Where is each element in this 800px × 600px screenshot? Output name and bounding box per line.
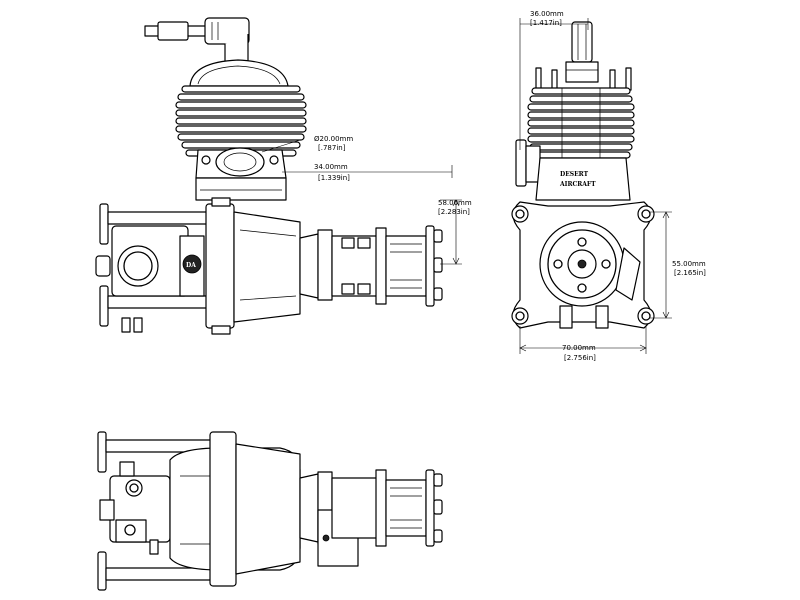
bore-mm: Ø20.00mm <box>314 135 353 143</box>
cylinder-fins <box>175 85 307 157</box>
offset-mm: 34.00mm <box>314 163 348 171</box>
width-front-in: [2.756in] <box>564 354 596 362</box>
height-side-mm: 58.00mm <box>438 199 472 207</box>
height-side-in: [2.283in] <box>438 208 470 216</box>
svg-text:DA: DA <box>186 262 196 269</box>
spark-plug <box>565 21 599 83</box>
front-cylinder-fins <box>527 87 635 159</box>
bore-dimension: Ø20.00mm [.787in] <box>261 135 353 153</box>
ignition-module <box>515 139 541 187</box>
top-width-dimension: 36.00mm [1.417in] <box>519 10 589 150</box>
front-housing-bottom <box>299 469 443 567</box>
cylinder-head <box>189 59 289 87</box>
prop-hub <box>539 221 641 329</box>
carburetor <box>99 461 171 555</box>
width-front-mm: 70.00mm <box>562 344 596 352</box>
front-height-dimension: 55.00mm [2.165in] <box>650 211 706 319</box>
spark-plug-cap <box>144 17 250 63</box>
top-width-in: [1.417in] <box>530 19 562 27</box>
front-view: DESERT AIRCRAFT <box>511 21 655 329</box>
rear-mount: DA <box>95 203 209 333</box>
front-housing <box>299 225 443 307</box>
top-width-mm: 36.00mm <box>530 10 564 18</box>
logo-line2: AIRCRAFT <box>559 181 596 188</box>
height-front-mm: 55.00mm <box>672 260 706 268</box>
height-front-in: [2.165in] <box>674 269 706 277</box>
logo-line1: DESERT <box>560 171 589 178</box>
head-studs <box>535 67 632 91</box>
exhaust-port-flange <box>195 147 287 179</box>
front-width-dimension: 70.00mm [2.756in] <box>519 326 647 362</box>
side-height-dimension: 58.00mm [2.283in] <box>438 199 472 265</box>
crankcase <box>205 197 301 335</box>
side-view: DA <box>95 17 443 335</box>
crankcase-bottom <box>169 431 301 587</box>
offset-dimension: 34.00mm [1.339in] <box>282 163 453 182</box>
bottom-view <box>97 431 443 591</box>
offset-in: [1.339in] <box>318 174 350 182</box>
bore-in: [.787in] <box>318 144 346 152</box>
